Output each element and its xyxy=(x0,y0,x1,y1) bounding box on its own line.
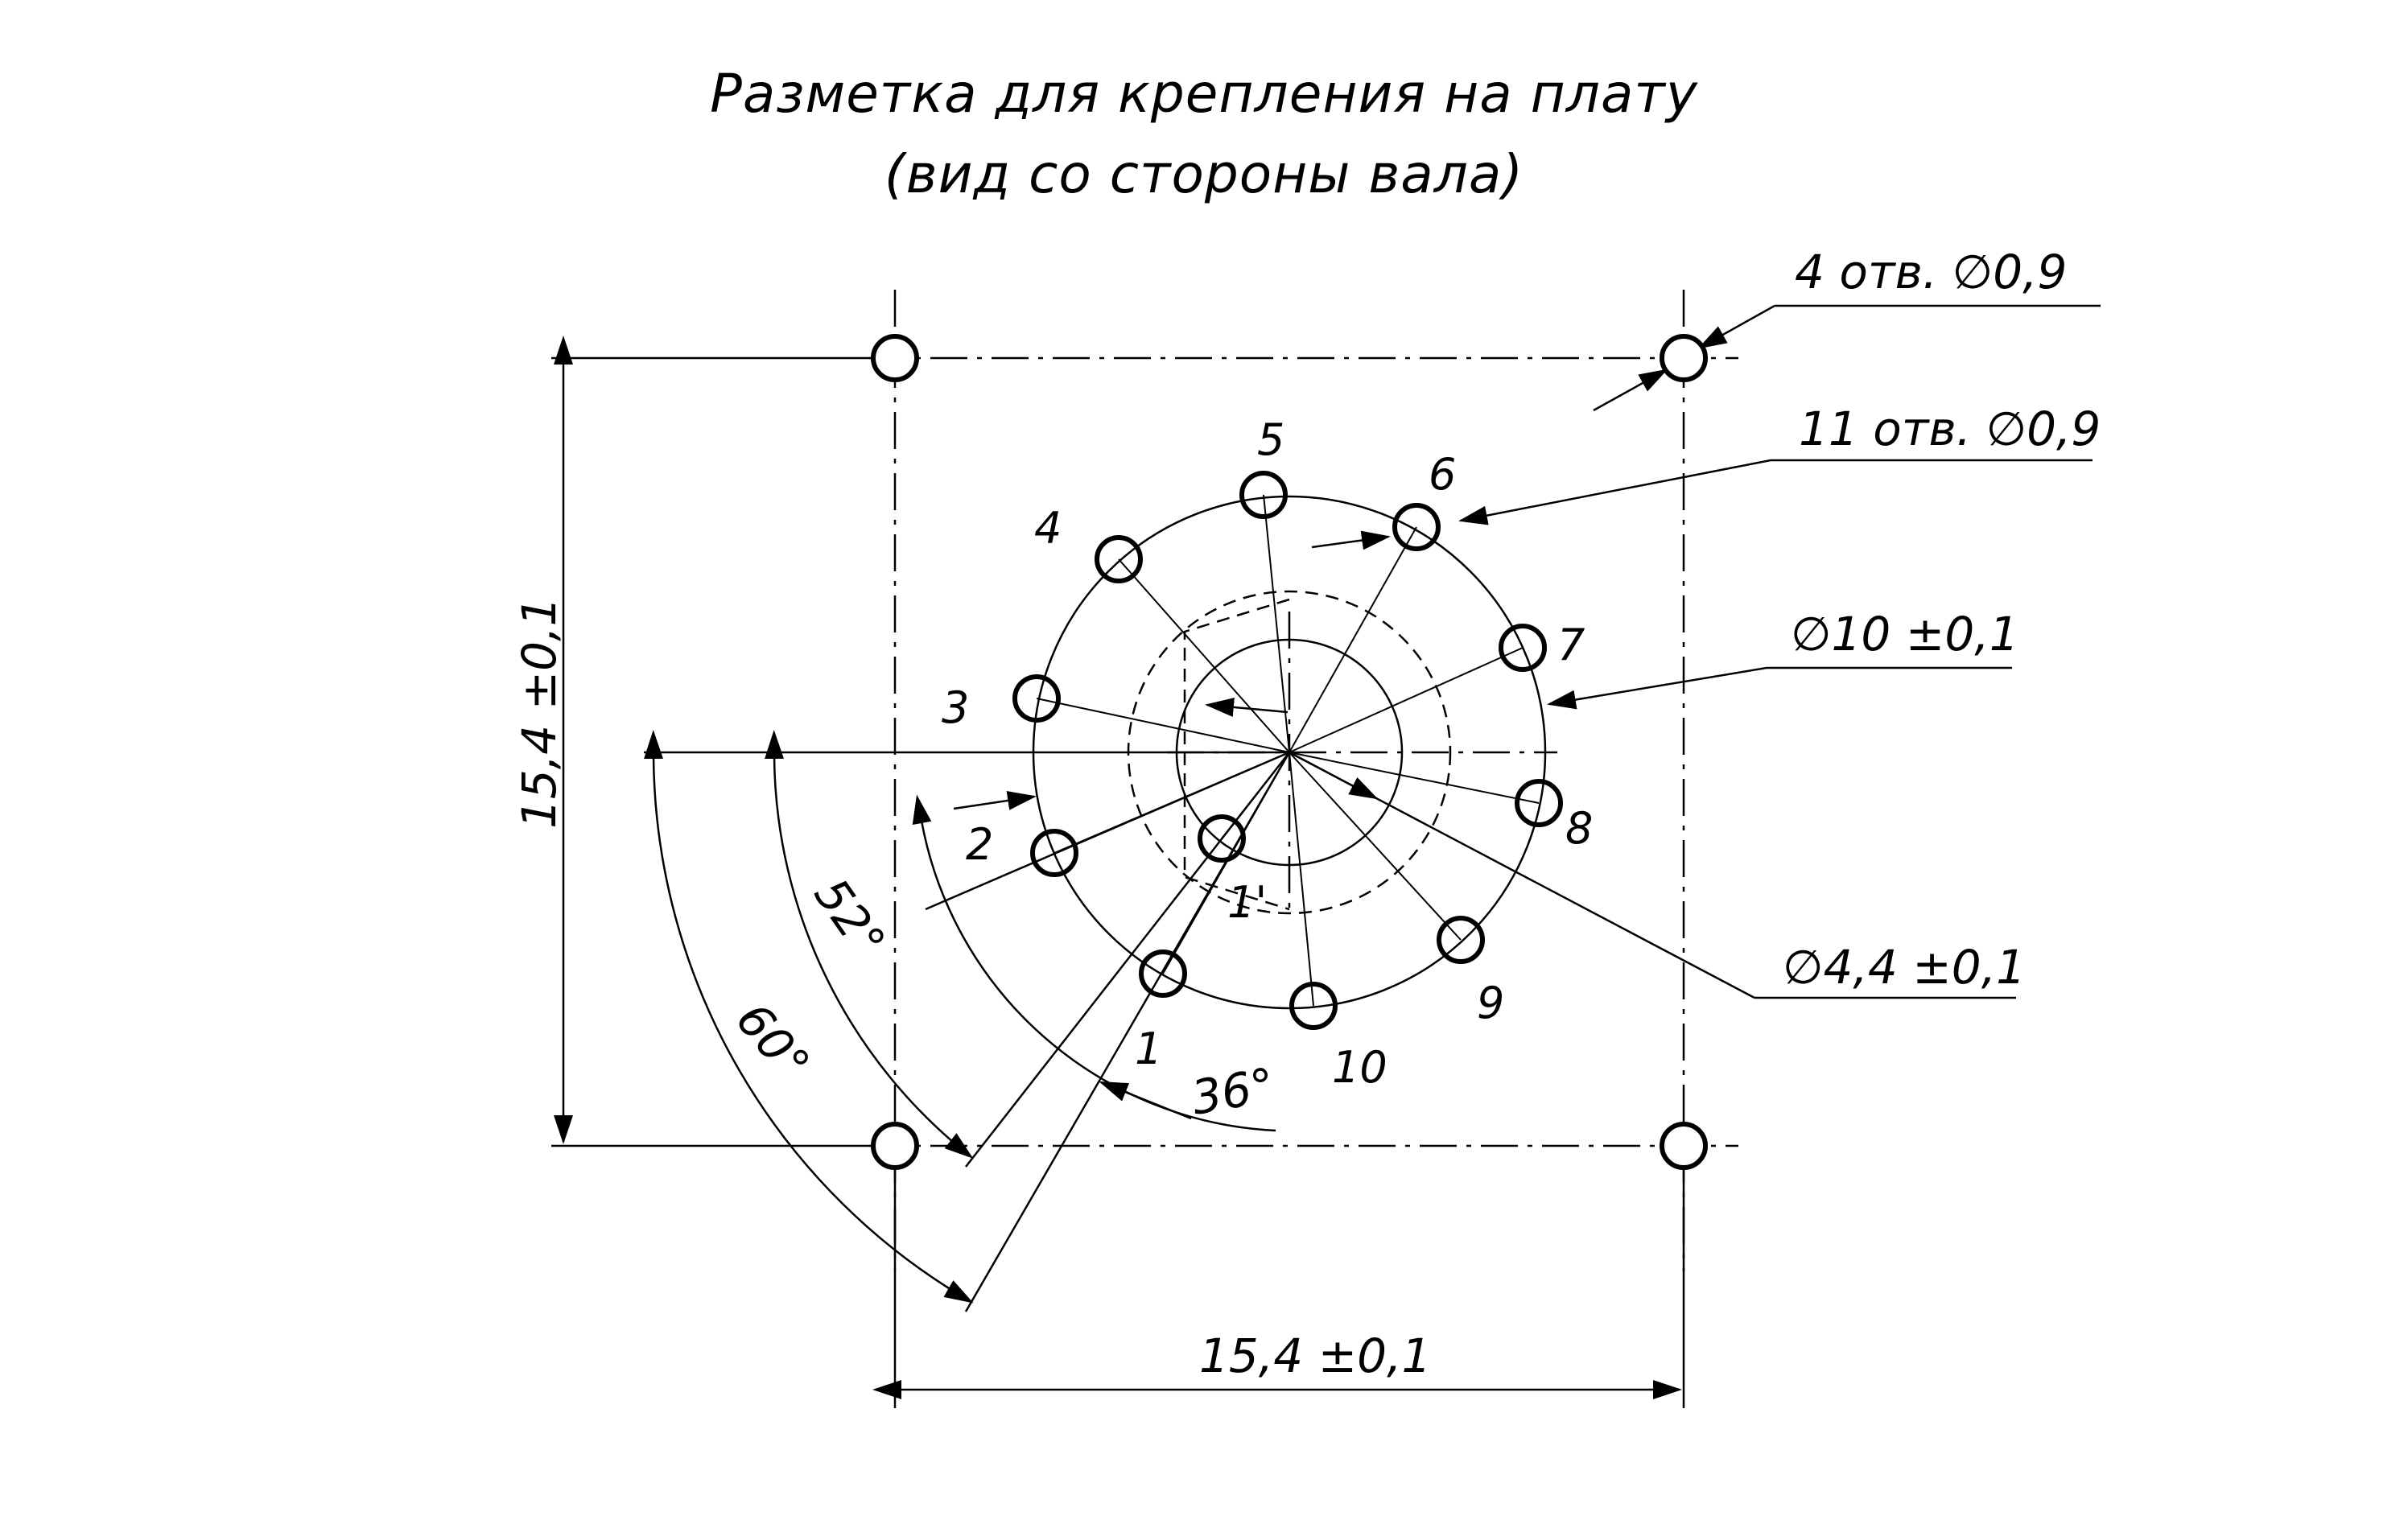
pin-label-1prime: 1' xyxy=(1227,877,1267,928)
pin-hole-7 xyxy=(1499,624,1547,672)
hidden-outline xyxy=(1183,598,1290,911)
radial-6 xyxy=(1289,526,1417,753)
label-mount-holes: 4 отв. ∅0,9 xyxy=(1795,245,2067,299)
leader-center-arrow xyxy=(1289,751,1379,800)
label-angle-52: 52° xyxy=(804,868,897,967)
pin-hole-8 xyxy=(1515,779,1563,827)
pin-hole-10 xyxy=(1289,982,1338,1030)
radial-8 xyxy=(1289,752,1540,804)
leader-pitch-inner-2 xyxy=(1205,698,1289,717)
radial-10 xyxy=(1289,752,1314,1007)
radial-3 xyxy=(1036,698,1290,753)
pin-label-10: 10 xyxy=(1332,1042,1387,1093)
label-pin-holes: 11 отв. ∅0,9 xyxy=(1799,402,2101,456)
pin-label-1: 1 xyxy=(1135,1024,1162,1074)
pin-label-7: 7 xyxy=(1557,620,1585,670)
radial-1 xyxy=(1162,752,1290,974)
arc-36-arrow-tail xyxy=(1099,1081,1192,1120)
leader-pitch-inner xyxy=(953,791,1037,810)
radial-9 xyxy=(1289,752,1462,941)
pin-label-2: 2 xyxy=(966,819,993,870)
mount-hole-bottom-left xyxy=(871,1122,919,1170)
title-line-2: (вид со стороны вала) xyxy=(884,143,1524,205)
label-horizontal-dim: 15,4 ±0,1 xyxy=(1199,1328,1431,1383)
label-diam-center: ∅4,4 ±0,1 xyxy=(1783,940,2026,995)
title-line-1: Разметка для крепления на плату xyxy=(710,63,1698,125)
pin-hole-1 xyxy=(1139,949,1187,998)
label-angle-60: 60° xyxy=(725,992,820,1090)
radial-5 xyxy=(1263,494,1290,753)
leader-mount-holes xyxy=(1697,304,1775,349)
pin-hole-4 xyxy=(1095,535,1143,583)
pin-label-8: 8 xyxy=(1565,803,1593,854)
leader-pin-holes xyxy=(1458,459,1771,525)
mount-hole-bottom-right xyxy=(1660,1122,1708,1170)
pin-label-4: 4 xyxy=(1034,503,1062,554)
pin-hole-5 xyxy=(1239,471,1288,519)
pin-label-9: 9 xyxy=(1477,978,1504,1028)
mount-hole-top-left xyxy=(871,334,919,382)
arc-36 xyxy=(912,794,1276,1132)
pin-label-3: 3 xyxy=(942,682,969,733)
leader-mount-holes-inner xyxy=(1593,369,1668,412)
leader-pin-holes-inner xyxy=(1311,530,1391,550)
pin-hole-6 xyxy=(1392,503,1441,551)
pin-hole-1prime xyxy=(1198,814,1246,863)
pin-hole-3 xyxy=(1012,674,1061,723)
radial-7 xyxy=(1289,647,1524,753)
arc-52 xyxy=(765,730,974,1159)
arc-60 xyxy=(644,730,974,1304)
pin-label-5: 5 xyxy=(1257,414,1284,465)
pin-label-6: 6 xyxy=(1429,449,1456,500)
pin-hole-2 xyxy=(1030,829,1078,877)
mount-hole-top-right xyxy=(1660,334,1708,382)
pin-hole-9 xyxy=(1437,916,1485,964)
radial-1prime xyxy=(1221,752,1290,839)
label-angle-36: 36° xyxy=(1188,1057,1279,1126)
label-diam-pitch: ∅10 ±0,1 xyxy=(1791,607,2019,661)
radial-2 xyxy=(1054,752,1290,854)
leader-pitch xyxy=(1547,666,1767,710)
label-vertical-dim: 15,4 ±0,1 xyxy=(512,597,567,829)
radial-4 xyxy=(1118,558,1290,753)
